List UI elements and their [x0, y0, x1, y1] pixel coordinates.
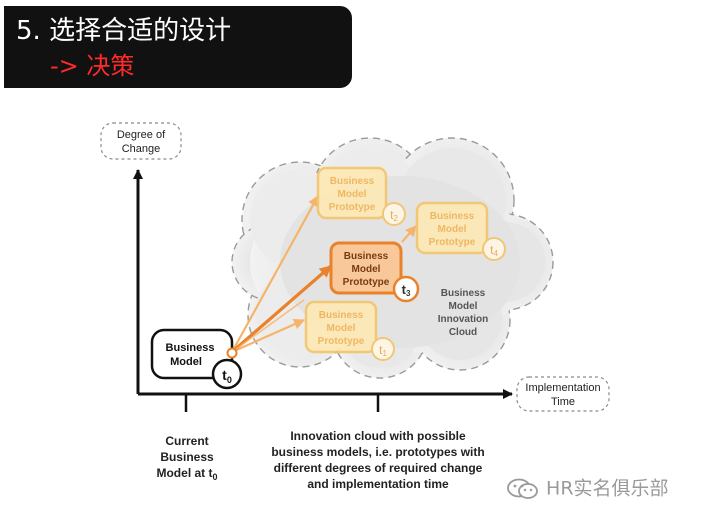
svg-text:and implementation time: and implementation time — [307, 477, 449, 491]
svg-text:Business: Business — [430, 211, 475, 222]
caption-current-model: Current Business Model at t0 — [156, 434, 217, 482]
current-business-model: Business Model t0 — [150, 328, 243, 390]
svg-text:Prototype: Prototype — [429, 237, 476, 248]
watermark: HR实名俱乐部 — [506, 474, 718, 502]
svg-text:Implementation: Implementation — [525, 382, 600, 394]
svg-text:Model: Model — [449, 301, 478, 312]
slide-title: 5. 选择合适的设计 — [16, 16, 232, 46]
svg-text:different degrees of required: different degrees of required change — [274, 461, 483, 475]
svg-text:Innovation: Innovation — [438, 314, 489, 325]
svg-text:Business: Business — [160, 450, 214, 464]
svg-text:Model: Model — [338, 189, 367, 200]
title-banner: 5. 选择合适的设计 -> 决策 — [4, 6, 352, 88]
slide-subtitle: -> 决策 — [50, 52, 135, 80]
prototype-t3: Business Model Prototype t3 — [329, 241, 420, 303]
arrow-to-prototype-t4-a — [231, 299, 305, 353]
svg-text:Prototype: Prototype — [329, 202, 376, 213]
time-marker-t1: t1 — [379, 343, 387, 358]
arrow-to-prototype-t4 — [401, 225, 417, 243]
svg-text:Current: Current — [165, 434, 208, 448]
svg-text:Model: Model — [438, 224, 467, 235]
prototype-t4: Business Model Prototype t4 — [415, 201, 506, 261]
svg-text:Time: Time — [551, 396, 575, 408]
svg-text:Business: Business — [330, 176, 375, 187]
prototype-t2: Business Model Prototype t2 — [316, 166, 406, 226]
y-axis-label: Degree of Change — [100, 122, 182, 160]
time-marker-t4: t4 — [490, 243, 498, 258]
cloud-label: Business Model Innovation Cloud — [438, 288, 489, 338]
svg-text:Degree of: Degree of — [117, 129, 166, 141]
svg-text:Model at t0: Model at t0 — [156, 466, 217, 482]
svg-text:business models, i.e. prototyp: business models, i.e. prototypes with — [271, 445, 484, 459]
svg-text:Innovation cloud with possible: Innovation cloud with possible — [290, 429, 466, 443]
time-marker-t3: t3 — [402, 282, 411, 298]
svg-text:Business: Business — [319, 310, 364, 321]
svg-text:Cloud: Cloud — [449, 327, 477, 338]
time-marker-t2: t2 — [390, 208, 398, 223]
svg-text:Prototype: Prototype — [318, 336, 365, 347]
svg-text:Model: Model — [352, 264, 381, 275]
time-marker-t0: t0 — [222, 367, 232, 385]
caption-innovation-cloud: Innovation cloud with possible business … — [271, 429, 484, 491]
wechat-icon — [507, 478, 538, 499]
arrow-to-prototype-t3 — [230, 264, 333, 354]
arrow-to-prototype-t2 — [231, 195, 319, 353]
svg-text:Prototype: Prototype — [343, 277, 390, 288]
x-axis-label: Implementation Time — [516, 376, 610, 412]
watermark-text: HR实名俱乐部 — [546, 477, 669, 500]
svg-text:Business: Business — [441, 288, 486, 299]
svg-text:Business: Business — [166, 342, 215, 354]
svg-text:Model: Model — [170, 356, 202, 368]
svg-text:Business: Business — [344, 251, 389, 262]
prototype-t1: Business Model Prototype t1 — [304, 300, 395, 361]
svg-text:Change: Change — [122, 143, 161, 155]
svg-text:Model: Model — [327, 323, 356, 334]
arrow-to-prototype-t1 — [231, 318, 305, 354]
